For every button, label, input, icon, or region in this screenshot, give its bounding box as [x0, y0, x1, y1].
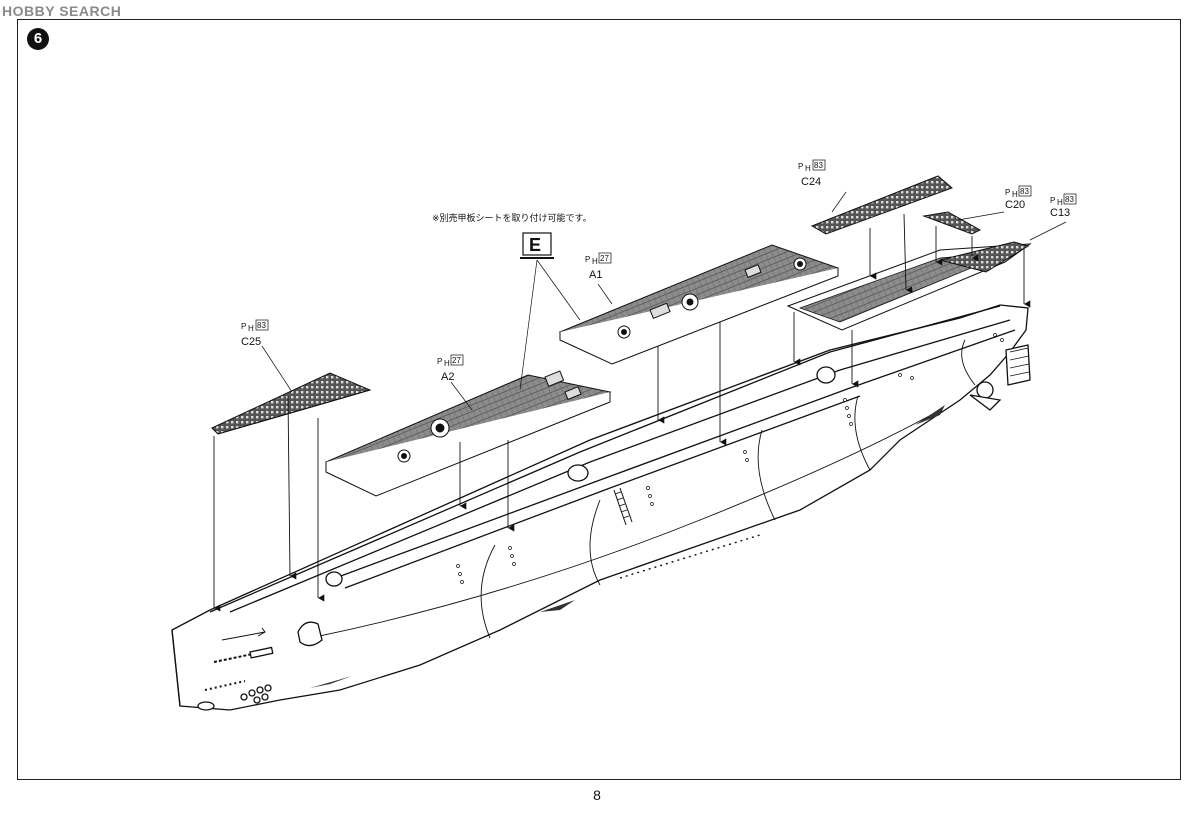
part-code: 83 — [1020, 187, 1029, 196]
svg-text:H: H — [805, 164, 811, 173]
part-code: 27 — [600, 254, 609, 263]
part-c20-grating — [922, 211, 982, 235]
option-letter: E — [529, 235, 541, 255]
watermark: HOBBY SEARCH — [2, 3, 122, 19]
part-id: C25 — [241, 336, 261, 348]
part-code: 83 — [814, 161, 823, 170]
part-c25-grating — [211, 372, 372, 435]
page-frame — [17, 19, 1181, 780]
svg-text:H: H — [592, 257, 598, 266]
svg-text:P: P — [241, 322, 246, 331]
svg-text:P: P — [1050, 196, 1055, 205]
svg-text:H: H — [444, 359, 450, 368]
part-code: 27 — [452, 356, 461, 365]
part-id: A2 — [441, 371, 454, 383]
svg-text:P: P — [585, 255, 590, 264]
part-id: A1 — [589, 269, 602, 281]
option-box-e: E — [520, 232, 554, 259]
submarine-hull — [171, 304, 1031, 711]
part-id: C20 — [1005, 199, 1025, 211]
part-c24-grating — [810, 175, 953, 235]
part-id: C24 — [801, 176, 821, 188]
page-number: 8 — [593, 787, 601, 803]
part-code: 83 — [257, 321, 266, 330]
svg-text:P: P — [1005, 188, 1010, 197]
svg-text:H: H — [1012, 190, 1018, 199]
assembly-arrows — [213, 213, 1031, 612]
part-code: 83 — [1065, 195, 1074, 204]
part-a1-deck — [558, 244, 840, 365]
leader-lines — [261, 191, 1067, 411]
svg-text:P: P — [798, 162, 803, 171]
svg-text:H: H — [1057, 198, 1063, 207]
svg-text:P: P — [437, 357, 442, 366]
step-number-badge: 6 — [27, 28, 49, 50]
part-c13-grating — [939, 241, 1030, 273]
deck-sheet-note: ※別売甲板シートを取り付け可能です。 — [432, 212, 592, 224]
svg-text:H: H — [248, 324, 254, 333]
part-id: C13 — [1050, 207, 1070, 219]
part-a2-deck — [324, 370, 612, 497]
